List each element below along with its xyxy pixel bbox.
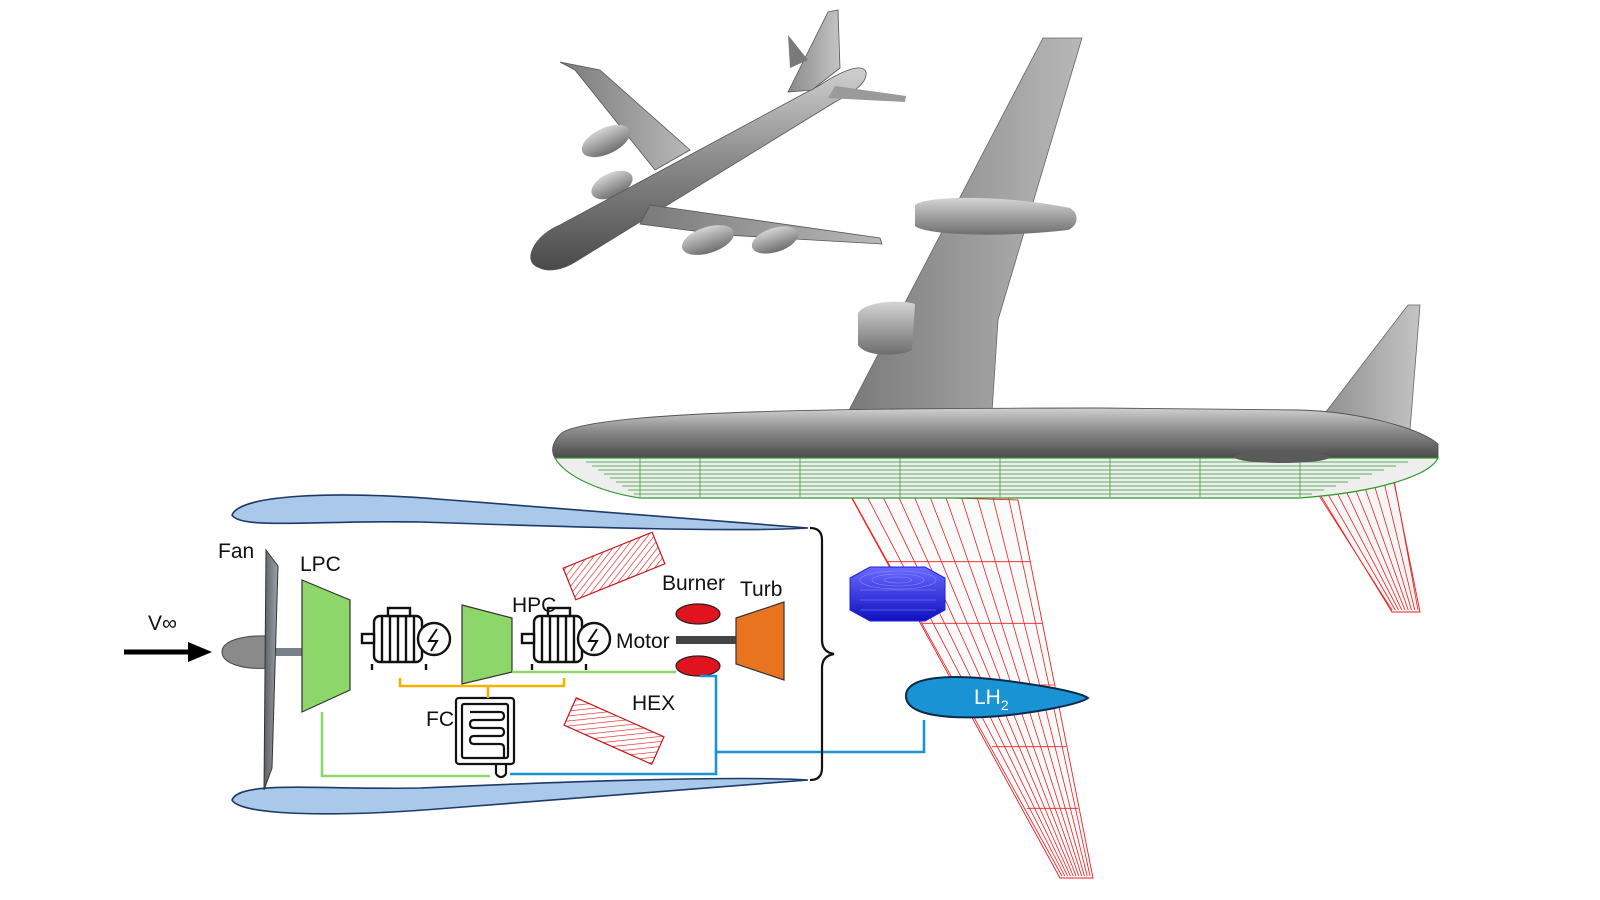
iso-horizontal-tail-right (828, 86, 906, 102)
hpc-compressor (461, 604, 513, 685)
mesh-line (880, 457, 1071, 877)
hex-upper (562, 531, 666, 601)
planform-fuselage-upper (552, 407, 1439, 459)
fuel-cell-coil-icon (454, 696, 516, 779)
iso-horizontal-tail-left (788, 35, 808, 68)
mesh-line (829, 457, 1063, 877)
diagram-labels: V∞ Fan LPC HPC Burner Turb Motor HEX FC … (148, 540, 1009, 731)
iso-left-wing (559, 61, 691, 171)
electric-motor-icon (360, 606, 452, 670)
burner-lower (675, 655, 721, 677)
iso-engine-far-outer (581, 124, 631, 158)
hex-lower (563, 696, 665, 766)
spinner (221, 635, 269, 669)
label-fc: FC (426, 708, 454, 731)
freestream-arrow-icon (124, 642, 212, 662)
planform-engine-outer (915, 197, 1077, 235)
label-lh2: LH2 (974, 686, 1009, 713)
engine-schematic (124, 494, 1090, 815)
mesh-line (948, 457, 1082, 877)
label-burner: Burner (662, 572, 725, 595)
label-hex: HEX (632, 692, 675, 715)
mesh-line (999, 457, 1091, 877)
power-bus (398, 678, 566, 698)
lh2-tank (904, 676, 1090, 719)
burner-upper (675, 603, 721, 625)
engine-brace (809, 526, 835, 782)
label-turb: Turb (740, 578, 782, 601)
turbine (735, 601, 785, 681)
planform-tailcone (1234, 451, 1330, 463)
label-lpc: LPC (300, 553, 341, 576)
lpc-compressor (301, 579, 351, 713)
mesh-line (914, 457, 1077, 877)
mesh-line (1389, 457, 1419, 611)
iso-engine-near-inner (682, 225, 734, 255)
mesh-line (931, 457, 1080, 877)
mesh-line (965, 457, 1085, 877)
hydrogen-tank-mesh (849, 566, 946, 622)
mesh-line (982, 457, 1088, 877)
air-line (320, 670, 676, 778)
mesh-line (863, 457, 1068, 877)
aircraft-isometric-view (530, 9, 906, 271)
electric-motor-icon (520, 606, 612, 670)
fan-shaft (276, 648, 302, 656)
core-shaft (676, 636, 736, 644)
mesh-line (846, 457, 1066, 877)
mesh-line (897, 457, 1074, 877)
nacelle-lower (231, 777, 809, 815)
label-lh2-base: LH (974, 686, 1001, 709)
fuselage-mesh-lines (586, 458, 1408, 497)
fan-blade (263, 548, 279, 791)
label-freestream: V∞ (148, 612, 177, 635)
hydrogen-line (510, 674, 926, 776)
iso-vertical-tail (787, 9, 841, 93)
iso-fuselage (530, 67, 867, 271)
planform-tail-fin (1311, 304, 1421, 431)
iso-right-wing (639, 204, 883, 245)
label-hpc: HPC (512, 594, 556, 617)
hydrogen-tank-mesh-lines (859, 570, 937, 611)
label-fan: Fan (218, 540, 254, 563)
planform-engine-inner (858, 301, 915, 355)
iso-engine-near-outer (751, 226, 799, 254)
nacelle-upper (231, 494, 809, 531)
label-lh2-sub: 2 (1001, 697, 1009, 713)
label-motor: Motor (616, 630, 670, 653)
